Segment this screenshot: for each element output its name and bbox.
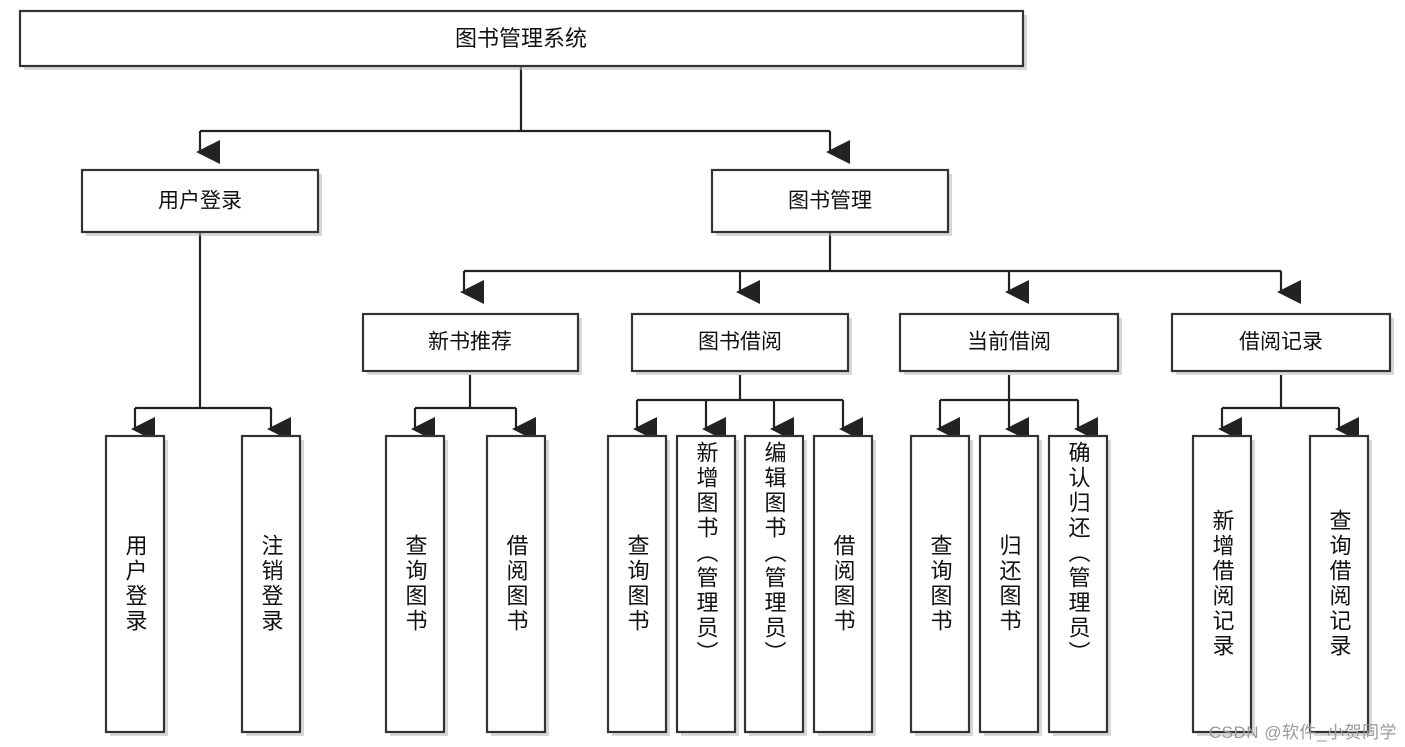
node-book-borrow[interactable]: 图书借阅 bbox=[630, 312, 852, 375]
connectors-book-manage-to-level3 bbox=[459, 233, 1302, 305]
connectors-current-borrow-to-leaves bbox=[935, 375, 1099, 442]
node-new-book-recommend-rect[interactable] bbox=[361, 312, 580, 373]
node-borrow-record[interactable]: 借阅记录 bbox=[1170, 312, 1394, 375]
leaf-box-current-borrow-2[interactable] bbox=[1047, 434, 1111, 736]
leaf-box-current-borrow-1[interactable] bbox=[978, 434, 1042, 736]
node-book-borrow-rect[interactable] bbox=[630, 312, 850, 373]
connectors-new-book-to-leaves bbox=[410, 375, 537, 442]
connectors-book-borrow-to-leaves bbox=[632, 375, 864, 442]
node-book-manage-label: 图书管理 bbox=[788, 190, 872, 213]
node-current-borrow-rect[interactable] bbox=[898, 312, 1120, 373]
node-root-label: 图书管理系统 bbox=[455, 26, 587, 51]
node-new-book-recommend-label: 新书推荐 bbox=[428, 331, 512, 354]
leaf-box-book-borrow-1[interactable] bbox=[675, 434, 739, 736]
node-borrow-record-rect[interactable] bbox=[1170, 312, 1392, 373]
connectors-root-to-level2 bbox=[195, 66, 851, 165]
node-book-borrow-label: 图书借阅 bbox=[698, 331, 782, 354]
leaf-box-user-login-0[interactable] bbox=[104, 434, 168, 736]
node-current-borrow-label: 当前借阅 bbox=[967, 331, 1051, 354]
connectors-user-login-to-leaves bbox=[130, 233, 292, 442]
node-book-manage-rect[interactable] bbox=[710, 168, 950, 234]
leaf-box-borrow-record-0[interactable] bbox=[1191, 434, 1255, 736]
node-root-rect[interactable] bbox=[18, 9, 1025, 68]
node-root[interactable]: 图书管理系统 bbox=[18, 9, 1027, 70]
node-user-login[interactable]: 用户登录 bbox=[80, 168, 322, 236]
leaf-box-new-book-1[interactable] bbox=[485, 434, 549, 736]
node-user-login-rect[interactable] bbox=[80, 168, 320, 234]
node-new-book-recommend[interactable]: 新书推荐 bbox=[361, 312, 582, 375]
node-current-borrow[interactable]: 当前借阅 bbox=[898, 312, 1122, 375]
leaf-box-book-borrow-0[interactable] bbox=[606, 434, 670, 736]
leaf-box-new-book-0[interactable] bbox=[384, 434, 448, 736]
connectors-borrow-record-to-leaves bbox=[1217, 375, 1360, 442]
leaf-box-current-borrow-0[interactable] bbox=[909, 434, 973, 736]
leaf-box-user-login-1[interactable] bbox=[240, 434, 304, 736]
leaf-box-borrow-record-1[interactable] bbox=[1308, 434, 1372, 736]
leaf-box-book-borrow-2[interactable] bbox=[743, 434, 807, 736]
node-borrow-record-label: 借阅记录 bbox=[1239, 331, 1323, 354]
watermark-text: CSDN @软件_小贺同学 bbox=[1208, 723, 1397, 742]
leaf-box-book-borrow-3[interactable] bbox=[812, 434, 876, 736]
node-book-manage[interactable]: 图书管理 bbox=[710, 168, 952, 236]
node-user-login-label: 用户登录 bbox=[158, 190, 242, 213]
